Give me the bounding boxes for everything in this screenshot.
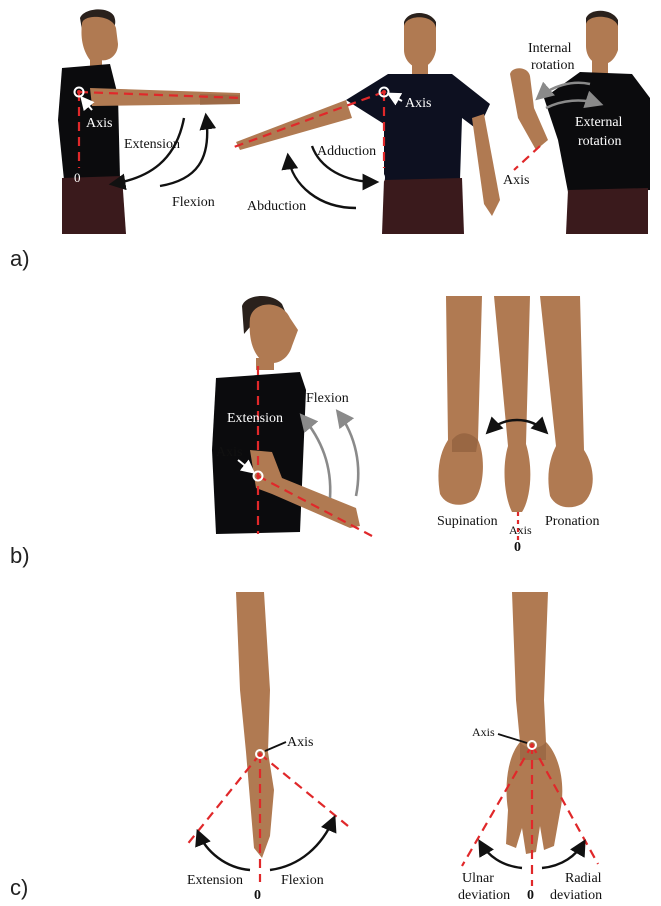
- axis-label: Axis: [216, 445, 242, 460]
- figure-wrist-flexion: Axis Extension Flexion 0: [186, 592, 348, 903]
- panel-c: Axis Extension Flexion 0 Axis Ulnar devi…: [10, 592, 602, 903]
- figure-wrist-deviation: Axis Ulnar deviation Radial deviation 0: [458, 592, 602, 903]
- extension-arrow: [198, 832, 250, 870]
- panel-label-a: a): [10, 246, 30, 271]
- zero-label: 0: [527, 888, 534, 903]
- figure-shoulder-rotation: Internal rotation External rotation Axis: [503, 11, 650, 234]
- supination-label: Supination: [437, 514, 498, 529]
- figure-shoulder-abduction: Axis 0 Adduction Abduction: [234, 13, 500, 234]
- flexion-label: Flexion: [306, 391, 349, 406]
- zero-label: 0: [514, 540, 521, 555]
- external-rotation-label-2: rotation: [578, 134, 622, 149]
- axis-label: Axis: [509, 523, 532, 537]
- zero-label: 0: [74, 170, 81, 185]
- flexion-arrow-outer: [338, 412, 358, 496]
- external-rotation-label-1: External: [575, 115, 623, 130]
- ulnar-deviation-label-1: Ulnar: [462, 871, 494, 886]
- panel-a: Axis 0 Extension Flexion Axis: [10, 9, 650, 271]
- figure-forearm-rotation: Supination Pronation Axis 0: [437, 296, 599, 555]
- axis-line-arm: [234, 92, 384, 147]
- radial-deviation-label-1: Radial: [565, 871, 602, 886]
- extension-label: Extension: [124, 137, 180, 152]
- forearms: [438, 296, 592, 512]
- axis-label: Axis: [86, 116, 112, 131]
- flexion-arrow-inner: [302, 416, 330, 498]
- axis-line-forearm: [514, 146, 540, 170]
- axis-label: Axis: [405, 96, 431, 111]
- axis-label: Axis: [287, 735, 313, 750]
- figure-shoulder-flexion: Axis 0 Extension Flexion: [58, 9, 242, 234]
- internal-rotation-label-1: Internal: [528, 41, 572, 56]
- ulnar-deviation-label-2: deviation: [458, 888, 510, 903]
- adduction-label: Adduction: [317, 144, 376, 159]
- extension-label: Extension: [187, 873, 243, 888]
- axis-line-extension: [186, 754, 260, 846]
- axis-label: Axis: [503, 173, 529, 188]
- axis-label: Axis: [472, 725, 495, 739]
- panel-label-b: b): [10, 543, 30, 568]
- pronation-label: Pronation: [545, 514, 599, 529]
- zero-label: 0: [379, 170, 386, 185]
- panel-b: Axis Extension Flexion Supination Pronat…: [10, 296, 599, 568]
- figure-elbow-flexion: Axis Extension Flexion: [212, 296, 372, 536]
- forearm-side: [236, 592, 274, 858]
- flexion-label: Flexion: [172, 195, 215, 210]
- zero-label: 0: [254, 888, 261, 903]
- radial-deviation-label-2: deviation: [550, 888, 602, 903]
- internal-rotation-label-2: rotation: [531, 58, 575, 73]
- hand-palm: [506, 592, 562, 854]
- panel-label-c: c): [10, 875, 28, 900]
- abduction-label: Abduction: [247, 199, 306, 214]
- flexion-arrow: [270, 818, 334, 870]
- flexion-label: Flexion: [281, 873, 324, 888]
- extension-label: Extension: [227, 411, 283, 426]
